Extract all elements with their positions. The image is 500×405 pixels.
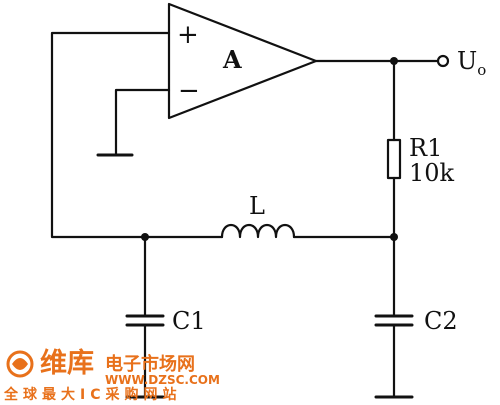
opamp-minus-sign: − — [178, 76, 200, 106]
resistor-r1 — [386, 138, 402, 180]
wire-positive-feedback — [50, 31, 171, 239]
opamp-label: A — [222, 45, 242, 74]
wire-inverting-to-ground — [114, 88, 171, 157]
output-label: Uo — [457, 47, 486, 79]
watermark-logo-icon — [6, 350, 34, 378]
opamp-plus-sign: + — [177, 20, 199, 50]
inductor-label: L — [249, 192, 265, 220]
watermark-brand: 维库 — [40, 348, 94, 379]
output-terminal — [436, 54, 450, 68]
watermark-tagline: 全球最大IC采购网站 — [3, 386, 181, 401]
opamp-triangle — [167, 2, 318, 120]
junction-output — [390, 57, 398, 65]
c2-label: C2 — [424, 307, 458, 335]
watermark: 维库 电子市场网 WWW.DZSC.COM 全球最大IC采购网站 — [3, 348, 220, 403]
watermark-url: WWW.DZSC.COM — [105, 373, 220, 387]
r1-value: 10k — [409, 159, 455, 187]
watermark-brand-sub: 电子市场网 — [105, 353, 195, 375]
inductor-l — [220, 223, 296, 239]
output-label-subscript: o — [477, 61, 486, 79]
c1-label: C1 — [172, 307, 206, 335]
junction-bottom-right — [390, 233, 398, 241]
r1-name: R1 — [409, 134, 442, 162]
junction-bottom-left — [141, 233, 149, 241]
